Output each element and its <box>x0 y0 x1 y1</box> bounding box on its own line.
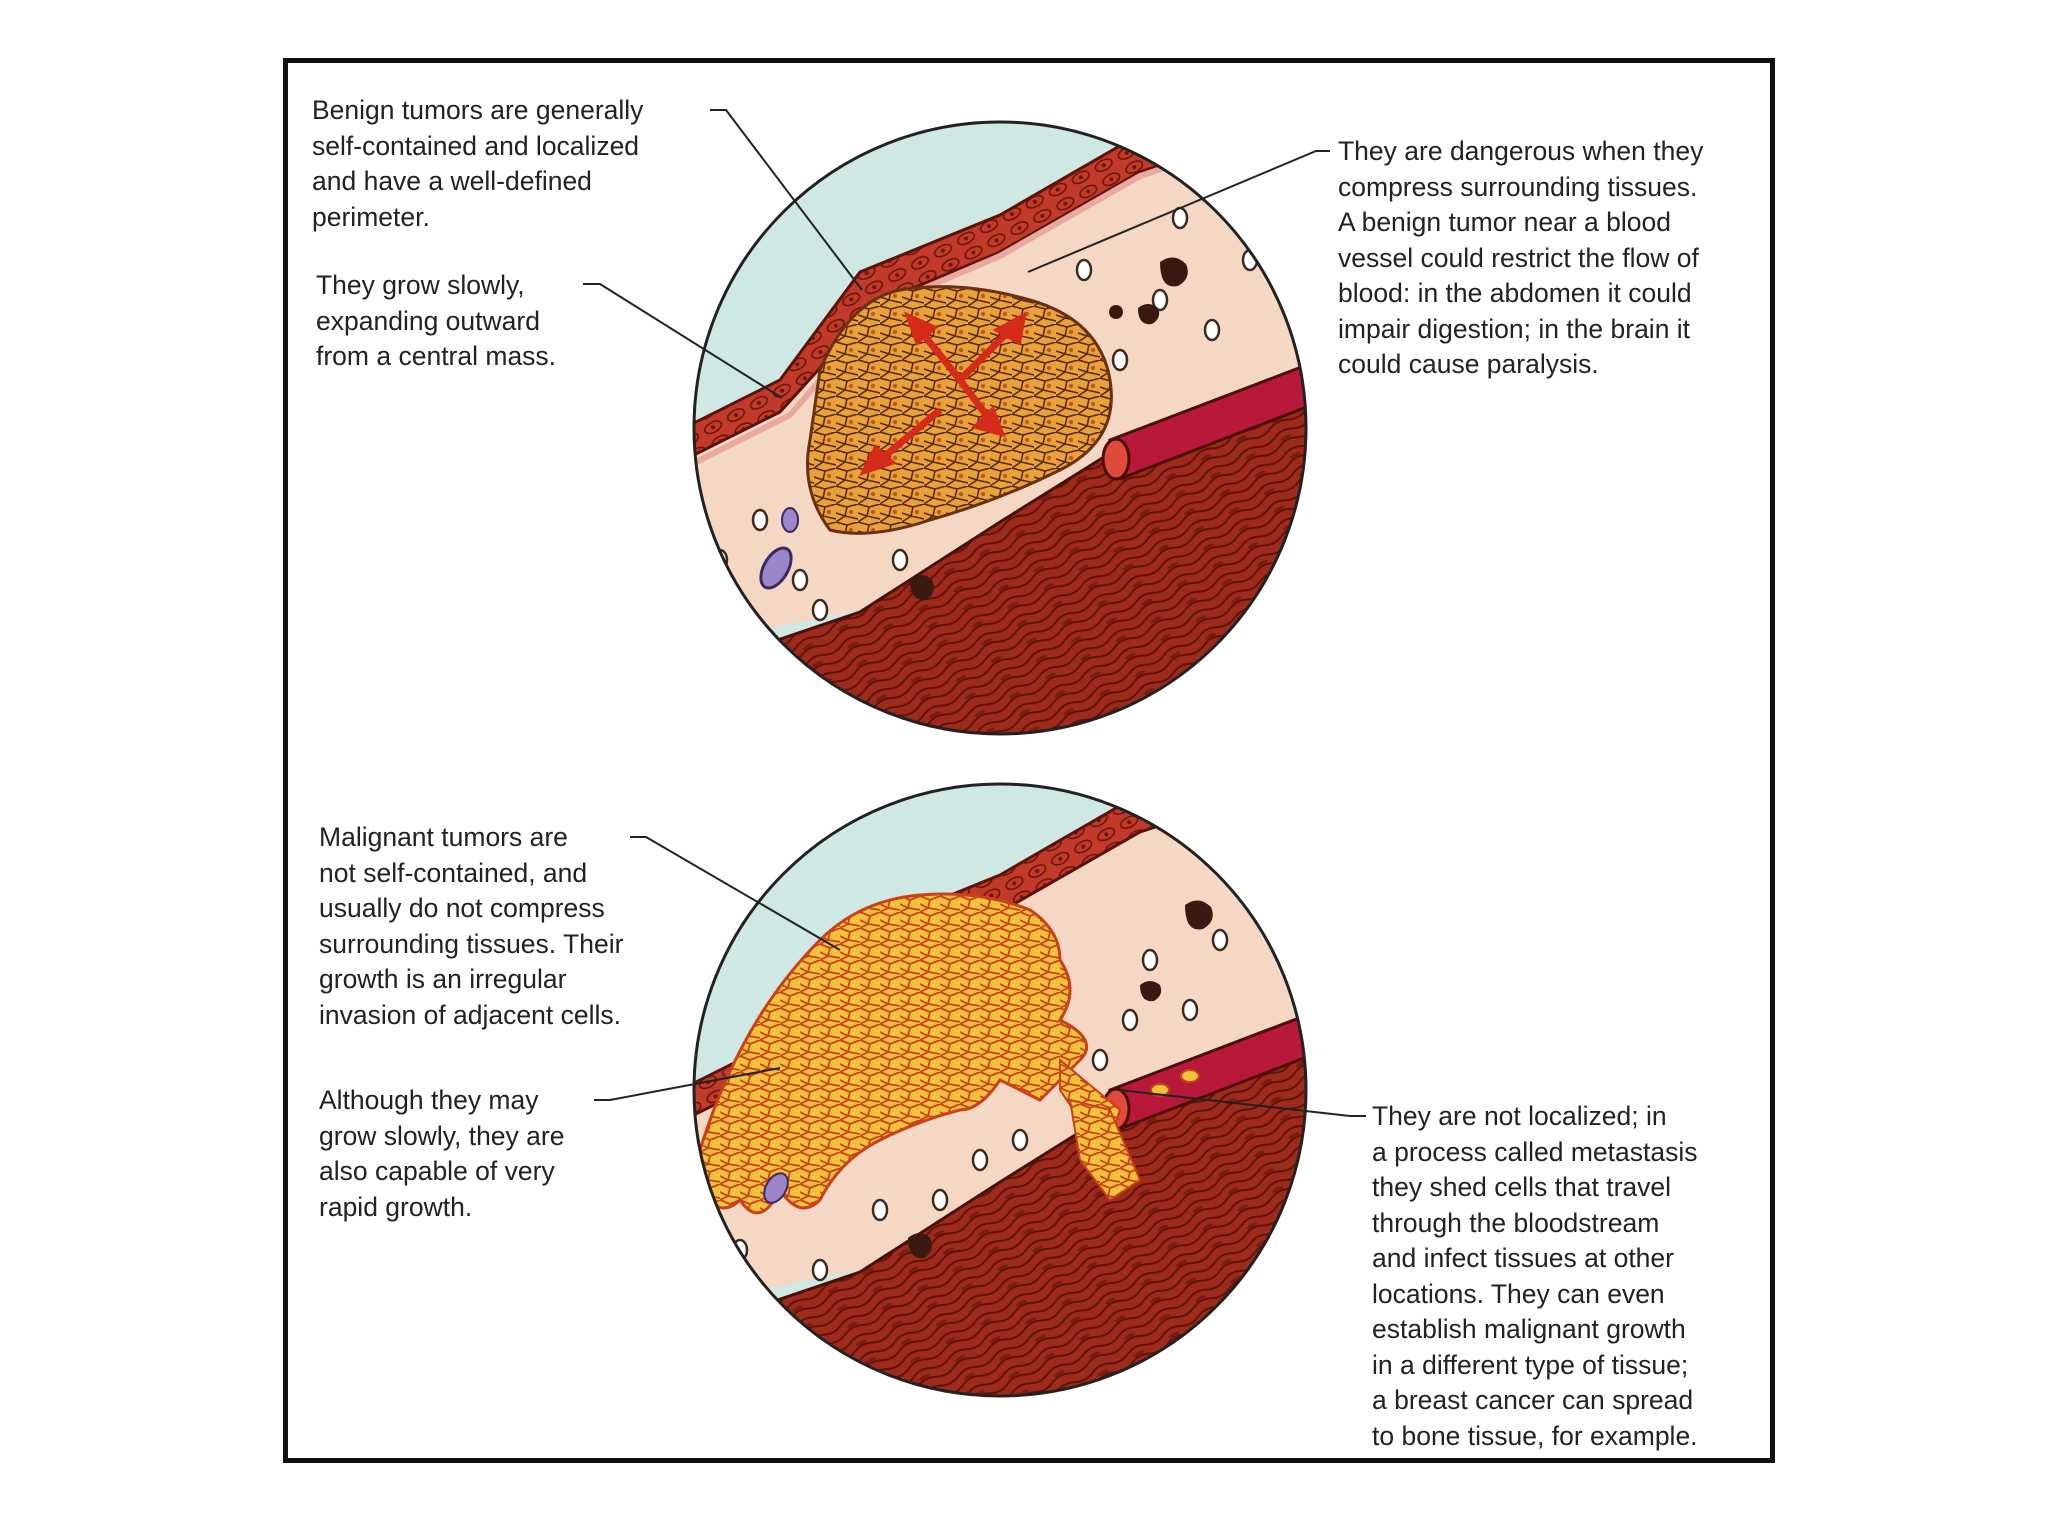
benign-pigment-cells <box>910 257 1188 601</box>
benign-epithelium-layer <box>694 122 1306 475</box>
caption-malignant-metastasis: They are not localized; in a process cal… <box>1372 1101 1698 1451</box>
caption-benign-growth: They grow slowly, expanding outward from… <box>316 270 557 371</box>
caption-malignant-growth-rate: Although they may grow slowly, they are … <box>319 1085 565 1222</box>
leader-malignant-growth-rate <box>594 1067 781 1101</box>
benign-purple-cell <box>759 546 793 590</box>
leader-benign-containment <box>710 109 863 291</box>
malignant-tumor-mass <box>698 892 1089 1215</box>
caption-benign-danger: They are dangerous when they compress su… <box>1338 136 1704 379</box>
leader-malignant-metastasis <box>1119 1089 1366 1117</box>
benign-blood-vessel <box>1101 357 1306 481</box>
leader-benign-danger <box>1027 150 1330 273</box>
leader-benign-growth <box>583 283 783 399</box>
leader-malignant-invasion <box>630 836 841 951</box>
benign-growth-arrows <box>859 311 1027 476</box>
benign-tumor-mass <box>806 285 1113 535</box>
malignant-circle-outline <box>692 782 1308 1398</box>
malignant-tumor-circle <box>692 782 1308 1398</box>
caption-benign-containment: Benign tumors are generally self-contain… <box>312 95 644 232</box>
benign-circle-outline <box>692 120 1308 736</box>
caption-malignant-invasion: Malignant tumors are not self-contained,… <box>319 822 624 1030</box>
benign-tumor-circle <box>692 120 1308 736</box>
leader-lines <box>583 109 1366 1117</box>
